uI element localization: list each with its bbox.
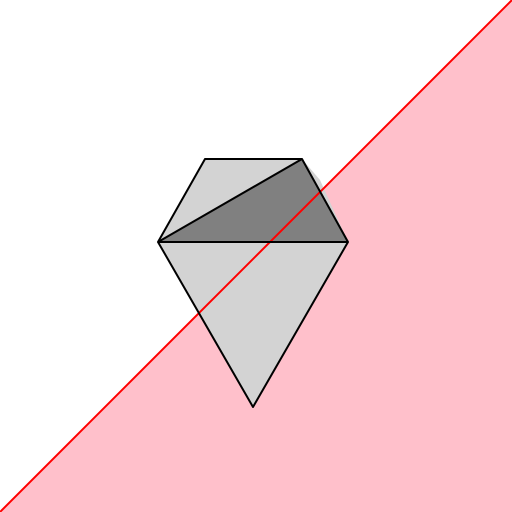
lower-triangle: [158, 242, 348, 407]
dark-triangle: [158, 159, 348, 242]
internal-diagonal-line: [157, 158, 303, 243]
hexagon-outline: [157, 158, 349, 408]
